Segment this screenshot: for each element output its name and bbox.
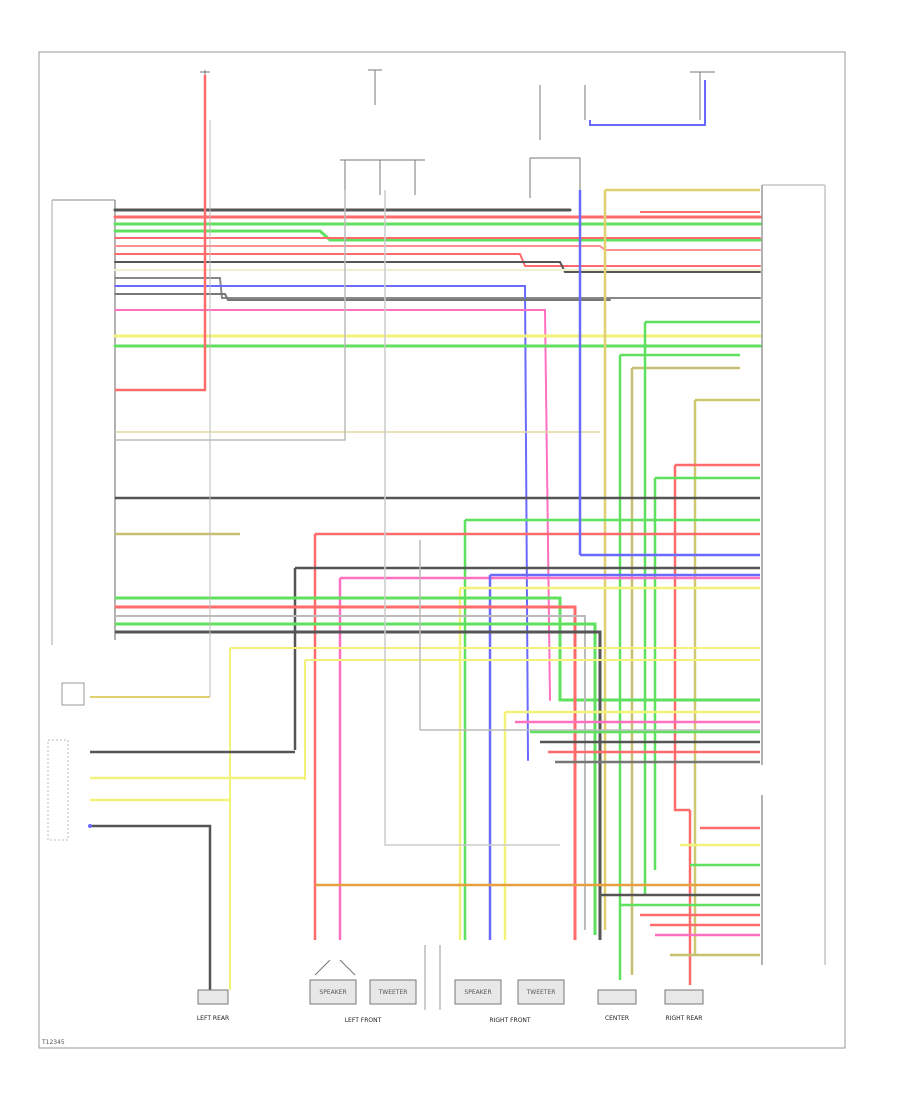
speaker-right-rear-label: RIGHT REAR — [666, 1015, 703, 1022]
speaker-left-rear: LEFT REAR — [197, 989, 229, 1022]
wire-top-right — [589, 80, 760, 213]
speaker-center-label: CENTER — [605, 1015, 629, 1022]
speaker-dividers — [424, 945, 441, 1010]
right-connector — [761, 184, 826, 965]
wire-bundle-lower — [115, 596, 760, 990]
right-speaker-label: SPEAKER — [464, 989, 491, 996]
wire-bundle-lower-right — [315, 190, 760, 957]
left-tweeter-label: TWEETER — [378, 989, 408, 996]
speaker-right-rear: RIGHT REAR — [664, 989, 704, 1022]
speakers: LEFT REAR SPEAKER TWEETER LEFT FRONT SPE… — [197, 959, 704, 1024]
speaker-center: CENTER — [597, 989, 637, 1022]
footer-code: T12345 — [41, 1039, 65, 1046]
left-connector — [51, 199, 116, 645]
right-tweeter-label: TWEETER — [526, 989, 556, 996]
wire-bundle-middle — [115, 75, 760, 940]
top-junctions — [200, 69, 715, 198]
wire-bundle-top — [113, 208, 762, 761]
speaker-left-front-pair: SPEAKER TWEETER LEFT FRONT — [309, 959, 417, 1024]
speaker-left-rear-label: LEFT REAR — [197, 1015, 229, 1022]
speaker-right-front-pair: SPEAKER TWEETER RIGHT FRONT — [454, 979, 565, 1024]
left-device-panel — [47, 120, 305, 990]
diagram-frame — [38, 51, 846, 1049]
left-speaker-label: SPEAKER — [319, 989, 346, 996]
wire-verticals-right — [603, 188, 760, 985]
left-front-label: LEFT FRONT — [345, 1017, 382, 1024]
right-front-label: RIGHT FRONT — [489, 1017, 531, 1024]
